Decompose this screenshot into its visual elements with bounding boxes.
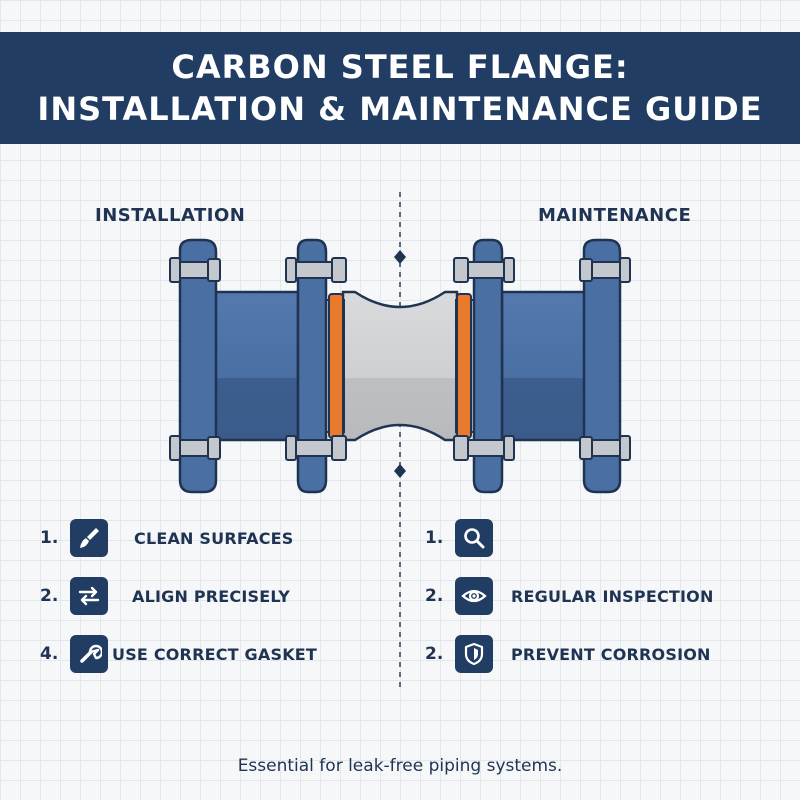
installation-step-3: 4. USE CORRECT GASKET bbox=[40, 634, 317, 674]
eye-icon bbox=[455, 577, 493, 615]
maintenance-title: MAINTENANCE bbox=[538, 205, 692, 226]
maintenance-step-2: 2. REGULAR INSPECTION bbox=[425, 576, 714, 616]
step-number: 1. bbox=[40, 528, 59, 548]
bolt bbox=[453, 435, 515, 461]
bolt bbox=[453, 257, 515, 283]
step-number: 2. bbox=[425, 586, 444, 606]
step-label: ALIGN PRECISELY bbox=[132, 586, 291, 606]
step-label: REGULAR INSPECTION bbox=[511, 586, 714, 606]
bolt bbox=[285, 435, 347, 461]
left-gasket bbox=[328, 293, 344, 439]
divider-diamond-bottom bbox=[394, 464, 406, 478]
wrench-icon bbox=[70, 635, 108, 673]
align-arrows-icon bbox=[70, 577, 108, 615]
step-number: 4. bbox=[40, 644, 59, 664]
brush-icon bbox=[70, 519, 108, 557]
step-number: 2. bbox=[40, 586, 59, 606]
bolt bbox=[169, 257, 221, 283]
footer-note: Essential for leak-free piping systems. bbox=[237, 756, 563, 776]
bolt bbox=[579, 435, 631, 461]
bolt bbox=[285, 257, 347, 283]
center-pipe bbox=[341, 290, 459, 442]
magnifier-icon bbox=[455, 519, 493, 557]
installation-step-2: 2. ALIGN PRECISELY bbox=[40, 576, 290, 616]
title-banner: CARBON STEEL FLANGE: INSTALLATION & MAIN… bbox=[0, 32, 800, 144]
maintenance-step-3: 2. PREVENT CORROSION bbox=[425, 634, 711, 674]
bolt bbox=[579, 257, 631, 283]
bolt bbox=[169, 435, 221, 461]
divider-diamond-top bbox=[394, 250, 406, 264]
left-flange-assembly bbox=[169, 238, 347, 494]
step-label: PREVENT CORROSION bbox=[511, 644, 711, 664]
installation-step-1: 1. CLEAN SURFACES bbox=[40, 518, 294, 558]
left-inner-flange bbox=[296, 238, 328, 494]
right-outer-flange bbox=[582, 238, 622, 494]
installation-title: INSTALLATION bbox=[95, 205, 246, 226]
left-outer-flange bbox=[178, 238, 218, 494]
step-number: 2. bbox=[425, 644, 444, 664]
step-label: CLEAN SURFACES bbox=[134, 528, 294, 548]
right-inner-flange bbox=[472, 238, 504, 494]
right-flange-assembly bbox=[453, 238, 631, 494]
step-number: 1. bbox=[425, 528, 444, 548]
right-gasket bbox=[456, 293, 472, 439]
maintenance-step-1: 1. bbox=[425, 518, 517, 558]
title-line-2: INSTALLATION & MAINTENANCE GUIDE bbox=[37, 90, 763, 128]
shield-icon bbox=[455, 635, 493, 673]
title-line-1: CARBON STEEL FLANGE: bbox=[171, 48, 629, 86]
step-label: USE CORRECT GASKET bbox=[112, 644, 318, 664]
